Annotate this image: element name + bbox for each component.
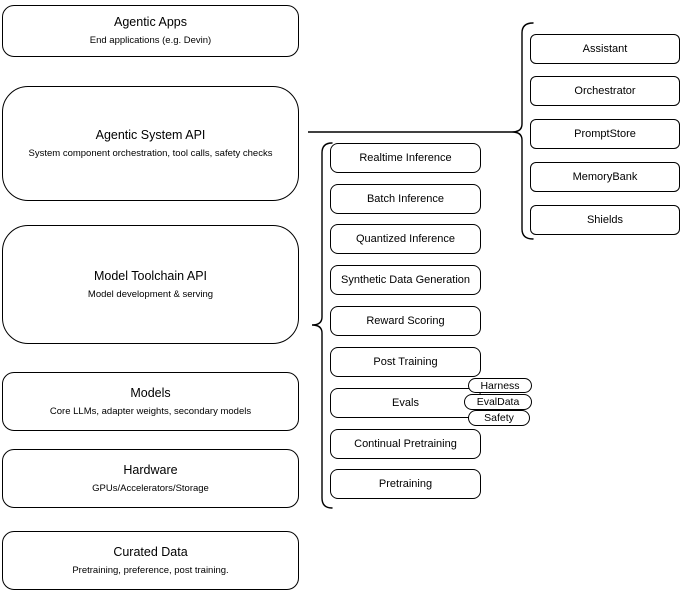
node-agentic-apps: Agentic Apps End applications (e.g. Devi… (2, 5, 299, 57)
node-evals: Evals (330, 388, 481, 418)
node-subtitle: Model development & serving (87, 288, 214, 300)
node-curated-data: Curated Data Pretraining, preference, po… (2, 531, 299, 590)
node-models: Models Core LLMs, adapter weights, secon… (2, 372, 299, 431)
node-model-toolchain-api: Model Toolchain API Model development & … (2, 225, 299, 344)
node-title: Agentic Apps (114, 15, 187, 30)
node-title: Curated Data (113, 544, 188, 559)
node-title: Model Toolchain API (93, 268, 208, 283)
tag-safety: Safety (468, 410, 530, 426)
node-agentic-system-api: Agentic System API System component orch… (2, 86, 299, 201)
node-pretraining: Pretraining (330, 469, 481, 499)
tag-evaldata: EvalData (464, 394, 532, 410)
tag-harness: Harness (468, 378, 532, 393)
node-subtitle: End applications (e.g. Devin) (89, 35, 212, 47)
node-post-training: Post Training (330, 347, 481, 377)
node-assistant: Assistant (530, 34, 680, 64)
node-subtitle: Core LLMs, adapter weights, secondary mo… (49, 405, 252, 417)
node-title: Hardware (123, 462, 178, 477)
node-title: Models (130, 385, 171, 400)
toolchain-brace (311, 142, 333, 509)
node-memorybank: MemoryBank (530, 162, 680, 192)
node-orchestrator: Orchestrator (530, 76, 680, 106)
node-synthetic-data-generation: Synthetic Data Generation (330, 265, 481, 295)
node-hardware: Hardware GPUs/Accelerators/Storage (2, 449, 299, 508)
node-promptstore: PromptStore (530, 119, 680, 149)
node-subtitle: GPUs/Accelerators/Storage (92, 482, 209, 494)
node-batch-inference: Batch Inference (330, 184, 481, 214)
node-continual-pretraining: Continual Pretraining (330, 429, 481, 459)
node-title: Agentic System API (95, 127, 206, 142)
node-subtitle: System component orchestration, tool cal… (28, 147, 273, 159)
node-realtime-inference: Realtime Inference (330, 143, 481, 173)
node-quantized-inference: Quantized Inference (330, 224, 481, 254)
node-reward-scoring: Reward Scoring (330, 306, 481, 336)
node-subtitle: Pretraining, preference, post training. (72, 564, 229, 576)
node-shields: Shields (530, 205, 680, 235)
